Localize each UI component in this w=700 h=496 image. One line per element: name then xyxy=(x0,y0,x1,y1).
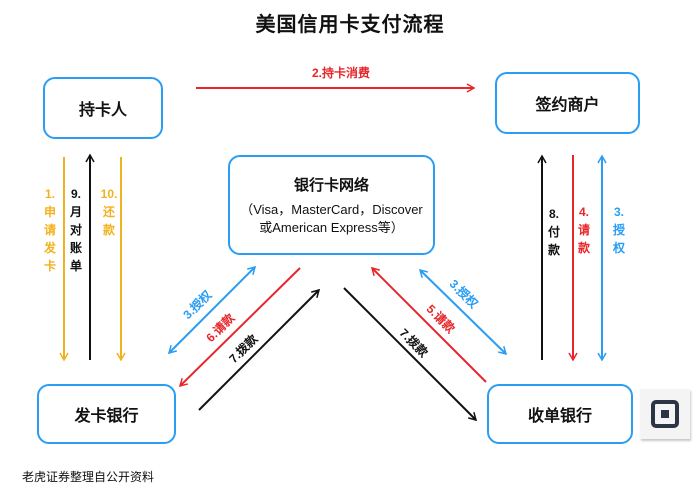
node-cardholder-label: 持卡人 xyxy=(78,100,127,119)
label-step9: 9. 月 对 账 单 xyxy=(69,187,82,273)
node-acquirer-bank: 收单银行 xyxy=(487,384,633,444)
arrow-step3-right-diag xyxy=(418,268,508,356)
arrow-step7-left xyxy=(198,288,321,411)
square-logo-icon xyxy=(640,389,690,439)
label-step8: 8. 付 款 xyxy=(547,207,560,257)
arrow-step6 xyxy=(178,267,301,388)
node-network-subtitle-line1: （Visa，MasterCard，Discover xyxy=(240,201,423,217)
label-step1: 1. 申 请 发 卡 xyxy=(43,187,56,273)
node-merchant: 签约商户 xyxy=(495,72,640,134)
node-issuer-label: 发卡银行 xyxy=(74,406,139,425)
node-network-title: 银行卡网络 xyxy=(293,175,369,194)
square-logo-inner xyxy=(661,410,669,418)
label-step3-right: 3. 授 权 xyxy=(612,205,625,255)
node-card-network: 银行卡网络 （Visa，MasterCard，Discover 或America… xyxy=(228,155,435,255)
node-issuer-bank: 发卡银行 xyxy=(37,384,176,444)
node-network-subtitle-line2: 或American Express等） xyxy=(259,219,404,235)
source-footer: 老虎证券整理自公开资料 xyxy=(22,470,155,484)
node-merchant-label: 签约商户 xyxy=(535,95,600,114)
label-step2: 2.持卡消费 xyxy=(312,66,371,80)
arrow-step5 xyxy=(370,266,487,383)
arrow-step7-right xyxy=(343,287,478,422)
node-cardholder: 持卡人 xyxy=(43,77,163,139)
label-step4: 4. 请 款 xyxy=(577,205,590,255)
arrow-step3-left-diag xyxy=(167,265,257,355)
label-step10: 10. 还 款 xyxy=(100,187,118,237)
node-network-subtitle: （Visa，MasterCard，Discover 或American Expr… xyxy=(240,201,423,237)
diagram-title: 美国信用卡支付流程 xyxy=(255,12,445,36)
node-acquirer-label: 收单银行 xyxy=(527,406,592,425)
square-logo-outer xyxy=(651,400,679,428)
